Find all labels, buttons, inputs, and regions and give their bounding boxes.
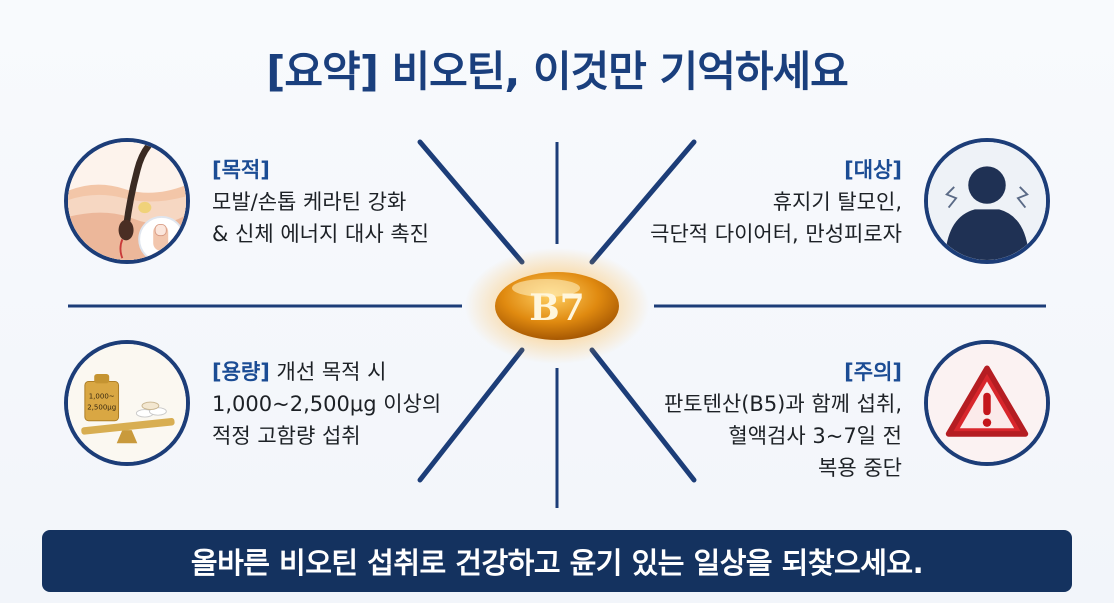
dosage-block: [용량] 개선 목적 시 1,000~2,500μg 이상의 적정 고함량 섭취 bbox=[212, 356, 441, 452]
dosage-line-1: 1,000~2,500μg 이상의 bbox=[212, 392, 442, 416]
dosage-heading: [용량] bbox=[212, 360, 270, 384]
warning-icon bbox=[924, 340, 1050, 466]
weight-label-2: 2,500μg bbox=[87, 403, 116, 412]
purpose-line-2: & 신체 에너지 대사 촉진 bbox=[212, 222, 429, 246]
target-line-2: 극단적 다이어터, 만성피로자 bbox=[650, 222, 902, 246]
vitamin-b7-capsule: B7 bbox=[462, 246, 652, 366]
page-title: [요약] 비오틴, 이것만 기억하세요 bbox=[266, 47, 849, 96]
capsule-label: B7 bbox=[529, 287, 584, 329]
purpose-block: [목적] 모발/손톱 케라틴 강화 & 신체 에너지 대사 촉진 bbox=[212, 154, 429, 250]
purpose-heading: [목적] bbox=[212, 158, 270, 182]
target-heading: [대상] bbox=[844, 158, 902, 182]
target-block: [대상] 휴지기 탈모인, 극단적 다이어터, 만성피로자 bbox=[650, 154, 902, 250]
caution-block: [주의] 판토텐산(B5)과 함께 섭취, 혈액검사 3~7일 전 복용 중단 bbox=[664, 356, 902, 484]
caution-line-3: 복용 중단 bbox=[818, 456, 902, 480]
dosage-scale-illustration: 1,000~ 2,500μg bbox=[64, 340, 190, 466]
caution-line-1: 판토텐산(B5)과 함께 섭취, bbox=[663, 392, 902, 416]
closing-banner: 올바른 비오틴 섭취로 건강하고 윤기 있는 일상을 되찾으세요. bbox=[42, 530, 1072, 592]
target-line-1: 휴지기 탈모인, bbox=[772, 190, 902, 214]
person-icon bbox=[924, 138, 1050, 264]
caution-heading: [주의] bbox=[844, 360, 902, 384]
caution-line-2: 혈액검사 3~7일 전 bbox=[728, 424, 902, 448]
purpose-line-1: 모발/손톱 케라틴 강화 bbox=[212, 190, 407, 214]
dosage-line-2: 적정 고함량 섭취 bbox=[212, 424, 361, 448]
weight-label-1: 1,000~ bbox=[89, 391, 115, 400]
dosage-heading-suffix: 개선 목적 시 bbox=[269, 360, 387, 384]
hair-nail-illustration bbox=[64, 138, 190, 264]
